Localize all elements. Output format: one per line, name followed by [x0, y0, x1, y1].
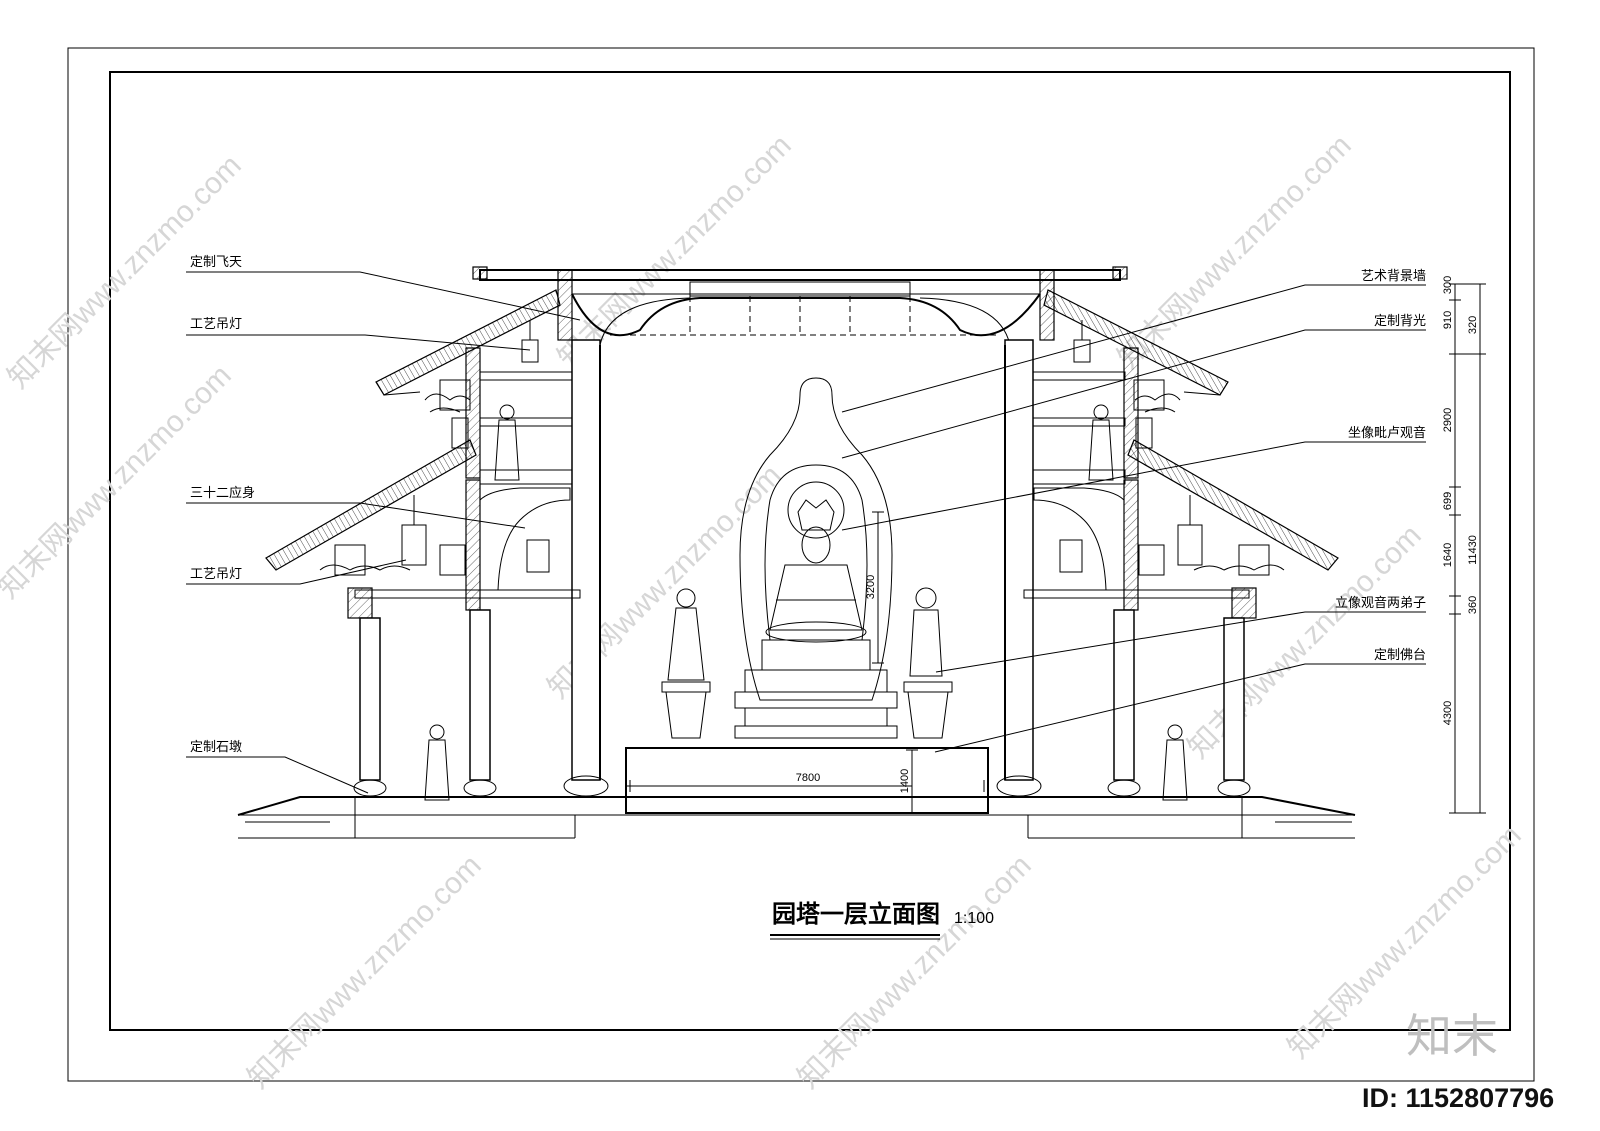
label-standing-guanyin-two-disciples: 立像观音两弟子: [1335, 595, 1426, 611]
watermark-layer: 知末网www.znzmo.com 知末网www.znzmo.com 知末网www…: [0, 129, 1528, 1095]
ground-base: [237, 796, 1356, 839]
main-statue: [734, 499, 898, 739]
inner-frame: [109, 71, 1511, 1031]
leader-lines: [186, 271, 1426, 794]
dimension-4300: 4300: [1442, 701, 1454, 725]
dimension-360: 360: [1467, 596, 1479, 614]
drawing-scale: 1:100: [954, 910, 994, 927]
label-custom-flying-apsara: 定制飞天: [190, 255, 242, 270]
watermark-text: 知末网www.znzmo.com: [792, 849, 1038, 1095]
label-craft-pendant-lamp-upper: 工艺吊灯: [190, 317, 242, 332]
label-craft-pendant-lamp-lower: 工艺吊灯: [190, 567, 242, 582]
dimension-1640: 1640: [1442, 543, 1454, 567]
right-lower-roof: [1023, 439, 1339, 619]
drawing-title: 园塔一层立面图: [772, 900, 940, 928]
dimension-1400: 1400: [899, 769, 911, 793]
label-thirty-two-manifestations: 三十二应身: [190, 485, 255, 501]
label-custom-backlight: 定制背光: [1374, 314, 1426, 329]
dimension-699: 699: [1442, 492, 1454, 510]
top-roof: [472, 266, 1128, 346]
lamps: [401, 320, 1203, 566]
outer-frame: [67, 47, 1535, 1082]
left-lower-roof: [265, 439, 581, 619]
dimension-2900: 2900: [1442, 408, 1454, 432]
attendant-statues: [661, 587, 953, 739]
dimension-300: 300: [1442, 276, 1454, 294]
watermark-text: 知末网www.znzmo.com: [242, 849, 488, 1095]
label-custom-stone-pier: 定制石墩: [190, 740, 242, 755]
dimension-320: 320: [1467, 316, 1479, 334]
image-id-label: ID: 1152807796: [1362, 1083, 1554, 1113]
dimension-lines: [1449, 283, 1486, 814]
backlight: [739, 377, 893, 701]
label-custom-buddha-platform: 定制佛台: [1374, 648, 1426, 663]
brand-logo: 知末: [1406, 1009, 1498, 1063]
dimension-11430: 11430: [1467, 535, 1479, 565]
dimension-910: 910: [1442, 311, 1454, 329]
dimension-3200: 3200: [865, 575, 877, 599]
altar-platform: [625, 747, 989, 814]
label-seated-vairocana-guanyin: 坐像毗卢观音: [1348, 425, 1426, 441]
columns: [353, 609, 1251, 797]
central-hall: [563, 339, 1042, 797]
watermark-text: 知末网www.znzmo.com: [552, 129, 798, 375]
watermark-text: 知末网www.znzmo.com: [1112, 129, 1358, 375]
label-art-background-wall: 艺术背景墙: [1361, 269, 1426, 284]
dimension-7800: 7800: [796, 772, 820, 784]
side-figures: [424, 404, 1188, 801]
